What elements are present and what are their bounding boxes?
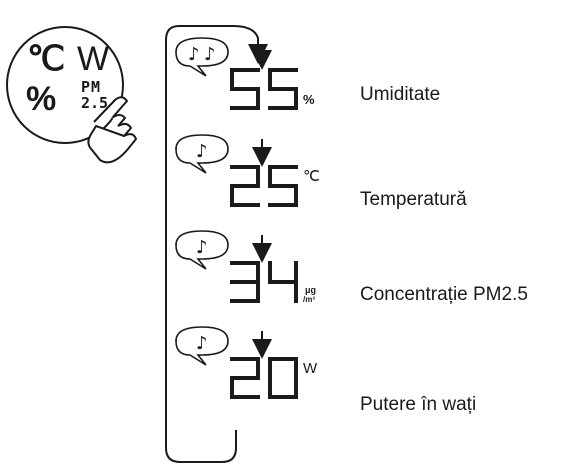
unit-label: W <box>303 360 318 377</box>
reading-label: Umiditate <box>360 84 440 105</box>
watt-symbol: W <box>77 40 109 78</box>
display-digit <box>268 165 298 207</box>
reading-label: Putere în wați <box>360 394 476 415</box>
speech-bubble-icon: ♪ <box>175 230 229 270</box>
music-note-icon: ♪ <box>196 237 208 258</box>
loop-arrow-top <box>232 25 268 64</box>
loop-arrow-icon <box>165 25 237 463</box>
display-digit <box>268 357 298 399</box>
reading-label: Temperatură <box>360 189 467 210</box>
display-digit <box>230 165 260 207</box>
percent-symbol: % <box>26 80 56 118</box>
display-digit <box>230 68 260 110</box>
speech-bubble-icon: ♪ <box>175 134 229 174</box>
music-note-icon: ♪ <box>204 44 216 65</box>
speech-bubble-icon: ♪ <box>175 326 229 366</box>
music-note-icon: ♪ <box>196 333 208 354</box>
display-digit <box>268 261 298 303</box>
reading-row: ♪♪% <box>175 37 315 110</box>
unit-label-bottom: /m³ <box>303 295 315 304</box>
unit-label-top: μg <box>305 285 316 295</box>
unit-label: ℃ <box>303 168 320 185</box>
display-digit <box>230 357 260 399</box>
reading-label: Concentrație PM2.5 <box>360 284 528 305</box>
display-digit <box>268 68 298 110</box>
display-digit <box>230 261 260 303</box>
unit-label: % <box>303 92 315 107</box>
reading-row: ♪℃ <box>175 134 320 207</box>
reading-row: ♪W <box>175 326 318 399</box>
reading-row: ♪ μg/m³ <box>175 230 316 304</box>
mode-button[interactable]: ℃ W % PM 2.5 <box>6 26 124 144</box>
hand-pointer-icon <box>87 96 137 164</box>
music-note-icon: ♪ <box>196 141 208 162</box>
celsius-symbol: ℃ <box>27 40 65 78</box>
speech-bubble-icon: ♪♪ <box>175 37 229 77</box>
pm-symbol-line1: PM <box>81 78 101 96</box>
music-note-icon: ♪ <box>188 44 200 65</box>
pm-symbol-line2: 2.5 <box>81 94 108 112</box>
